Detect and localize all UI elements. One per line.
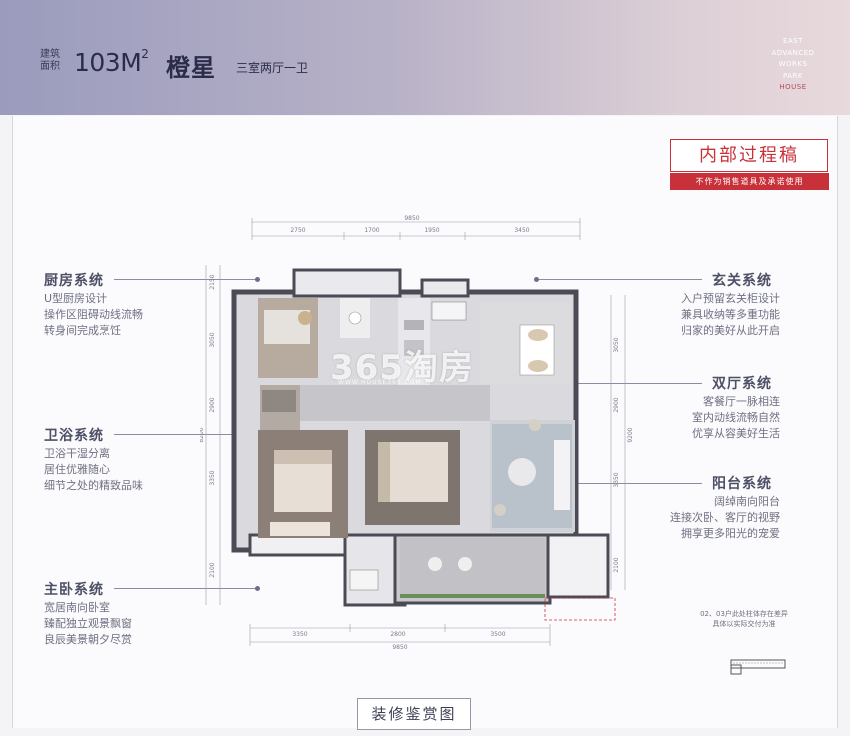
area-number: 103M bbox=[74, 48, 142, 77]
brand-line: ADVANCED bbox=[771, 48, 815, 57]
right-dim-3: 3350 bbox=[613, 472, 620, 487]
brand-line: WORKS bbox=[778, 60, 808, 68]
master-leader-line bbox=[114, 586, 260, 591]
watermark-logo: 365淘房 bbox=[330, 348, 474, 388]
balcony bbox=[349, 538, 545, 598]
bath-line-3: 细节之处的精致品味 bbox=[44, 479, 143, 492]
top-total-dim: 9850 bbox=[404, 215, 419, 222]
master-system-title: 主卧系统 bbox=[44, 582, 104, 598]
caption-box: 装修鉴赏图 bbox=[357, 698, 471, 730]
kitchen-counter bbox=[398, 298, 467, 388]
brand-line: EAST bbox=[783, 37, 803, 45]
kitchen-system-title: 厨房系统 bbox=[44, 273, 104, 289]
kitchen-room bbox=[258, 298, 370, 378]
bottom-dim-1: 3350 bbox=[292, 631, 307, 638]
left-dimension: 2150 3050 2900 3350 2100 8200 bbox=[200, 265, 221, 605]
watermark-url: WWW.HOUSE365.COM bbox=[338, 379, 422, 386]
area-unit-sup: 2 bbox=[141, 47, 149, 61]
master-line-3: 良辰美景朝夕尽赏 bbox=[44, 633, 132, 646]
draft-title: 内部过程稿 bbox=[670, 139, 828, 172]
dining-area bbox=[480, 302, 570, 384]
left-total-dim: 8200 bbox=[200, 427, 205, 442]
entry-line-1: 入户预留玄关柜设计 bbox=[681, 292, 780, 305]
living-line-1: 客餐厅一脉相连 bbox=[703, 395, 780, 408]
brand-logo: EAST ADVANCED WORKS PARK HOUSE bbox=[770, 36, 816, 94]
entry-leader-line bbox=[534, 277, 702, 282]
floor-plan: 9850 2750 1700 1950 3450 2150 3050 2900 … bbox=[200, 215, 634, 650]
area-value: 103M2 bbox=[74, 47, 149, 77]
balcony-system-title: 阳台系统 bbox=[712, 476, 772, 492]
kitchen-line-2: 操作区阻碍动线流畅 bbox=[44, 308, 143, 321]
master-line-2: 臻配独立观景飘窗 bbox=[44, 617, 132, 630]
entry-system-title: 玄关系统 bbox=[712, 273, 772, 289]
living-line-3: 优享从容美好生活 bbox=[692, 427, 780, 440]
bathroom bbox=[260, 385, 300, 430]
bath-line-2: 居住优雅随心 bbox=[44, 463, 110, 476]
key-plan-icon bbox=[730, 659, 786, 675]
draft-stamp: 内部过程稿 不作为销售道具及承诺使用 bbox=[670, 139, 829, 195]
bottom-total-dim: 9850 bbox=[392, 644, 407, 650]
right-dim-4: 2100 bbox=[613, 557, 620, 572]
right-total-dim: 9200 bbox=[627, 427, 634, 442]
balcony-line-3: 拥享更多阳光的宠爱 bbox=[681, 527, 780, 540]
area-label: 建筑面积 bbox=[40, 49, 60, 72]
top-dim-1: 2750 bbox=[290, 227, 305, 234]
balcony-line-1: 阔绰南向阳台 bbox=[714, 495, 780, 508]
right-dimension: 3050 2900 3350 2100 9200 bbox=[610, 295, 634, 590]
left-dim-5: 2100 bbox=[209, 562, 216, 577]
kitchen-leader-line bbox=[114, 277, 260, 282]
top-dimension: 9850 2750 1700 1950 3450 bbox=[251, 215, 581, 240]
bottom-dimension: 3350 2800 3500 9850 bbox=[249, 624, 551, 650]
right-dim-2: 2900 bbox=[613, 397, 620, 412]
footnote: 02、03户此处柱体存在差异 具体以实际交付为准 bbox=[700, 610, 788, 628]
entry-line-3: 归家的美好从此开启 bbox=[681, 324, 780, 337]
right-dim-1: 3050 bbox=[613, 337, 620, 352]
brand-line: HOUSE bbox=[779, 83, 807, 91]
brand-line: PARK bbox=[782, 71, 804, 80]
header-banner: 建筑面积 103M2 橙星 三室两厅一卫 EAST ADVANCED WORKS… bbox=[0, 0, 850, 115]
left-dim-4: 3350 bbox=[209, 470, 216, 485]
bath-line-1: 卫浴干湿分离 bbox=[44, 447, 110, 460]
top-dim-2: 1700 bbox=[364, 227, 379, 234]
layout-type: 三室两厅一卫 bbox=[236, 61, 309, 75]
bath-system-title: 卫浴系统 bbox=[44, 428, 104, 444]
draft-note: 不作为销售道具及承诺使用 bbox=[670, 173, 829, 190]
unit-name: 橙星 bbox=[166, 54, 216, 82]
entry-line-2: 兼具收纳等多重功能 bbox=[681, 308, 780, 321]
left-dim-2: 3050 bbox=[209, 332, 216, 347]
bottom-dim-2: 2800 bbox=[390, 631, 405, 638]
kitchen-line-3: 转身间完成烹饪 bbox=[44, 324, 121, 337]
top-dim-3: 1950 bbox=[424, 227, 439, 234]
corridor bbox=[300, 385, 490, 421]
living-line-2: 室内动线流畅自然 bbox=[692, 411, 780, 424]
kitchen-line-1: U型厨房设计 bbox=[44, 292, 108, 305]
second-bedroom bbox=[365, 430, 460, 525]
master-bedroom bbox=[258, 430, 348, 538]
living-room bbox=[490, 419, 575, 532]
top-dim-4: 3450 bbox=[514, 227, 529, 234]
left-dim-3: 2900 bbox=[209, 397, 216, 412]
master-line-1: 宽居南向卧室 bbox=[44, 601, 110, 614]
left-dim-1: 2150 bbox=[209, 274, 216, 289]
balcony-line-2: 连接次卧、客厅的视野 bbox=[670, 511, 780, 524]
living-system-title: 双厅系统 bbox=[712, 376, 772, 392]
bottom-dim-3: 3500 bbox=[490, 631, 505, 638]
